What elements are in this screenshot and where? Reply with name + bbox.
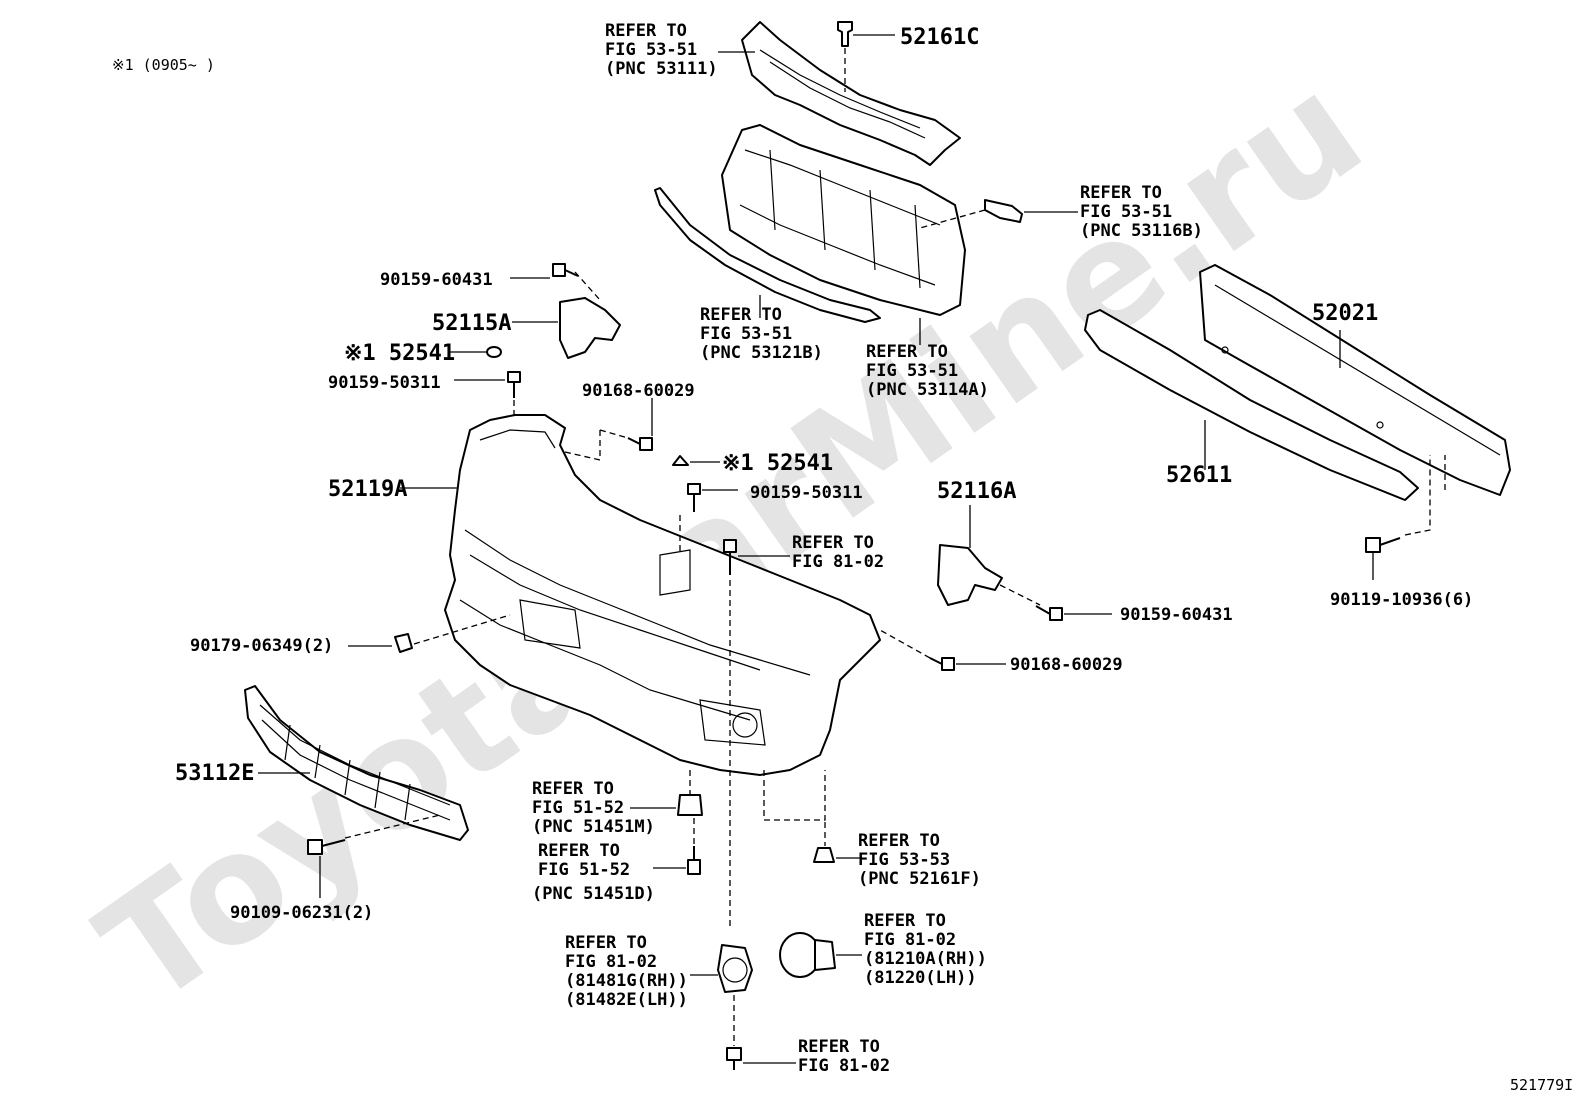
label-refer-51451M-2: FIG 51-52	[532, 798, 624, 818]
reinforcement-52021	[1199, 264, 1511, 496]
label-52541-upper: ※1 52541	[344, 341, 455, 366]
clip-52541-upper	[450, 346, 502, 358]
fog-lamp-bracket-81481G	[690, 944, 753, 993]
label-refer-52161F-2: FIG 53-53	[858, 850, 950, 870]
label-52021: 52021	[1312, 301, 1378, 326]
label-52541-middle: ※1 52541	[722, 451, 833, 476]
screw-fig-81-02-lower	[726, 995, 796, 1070]
label-refer-53116B-2: FIG 53-51	[1080, 202, 1172, 222]
label-52119A: 52119A	[328, 477, 407, 502]
label-refer-53116B-1: REFER TO	[1080, 183, 1162, 203]
fitment-note: ※1 (0905~ )	[112, 56, 215, 74]
bolt-90159-60431-lower	[1035, 605, 1112, 621]
label-refer-81210-3: (81210A(RH))	[864, 949, 987, 969]
label-refer-52161F-1: REFER TO	[858, 831, 940, 851]
screw-fig-81-02-upper	[723, 539, 790, 930]
label-52161C: 52161C	[900, 25, 979, 50]
bolt-90168-60029-upper	[564, 398, 653, 461]
bracket-52115A	[512, 271, 621, 359]
label-refer-81481-4: (81482E(LH))	[565, 990, 688, 1010]
clip-52541-middle	[672, 455, 720, 466]
label-90159-50311-middle: 90159-50311	[750, 483, 863, 503]
label-refer-53111-2: FIG 53-51	[605, 40, 697, 60]
label-90109-06231: 90109-06231(2)	[230, 903, 373, 923]
absorber-52611	[1084, 309, 1419, 501]
bolt-90159-60431-upper	[510, 263, 579, 279]
clip-51451M	[630, 770, 703, 816]
bolt-90119-10936	[1365, 455, 1446, 580]
bolt-90109-06231	[307, 814, 441, 898]
fog-lamp-81210A	[779, 932, 862, 978]
grille-radiator-53114A	[721, 124, 966, 316]
label-refer-8102b-1: REFER TO	[798, 1037, 880, 1057]
label-52115A: 52115A	[432, 311, 511, 336]
label-90159-50311-upper: 90159-50311	[328, 373, 441, 393]
label-52611: 52611	[1166, 463, 1232, 488]
label-90179-06349: 90179-06349(2)	[190, 636, 333, 656]
label-refer-81481-1: REFER TO	[565, 933, 647, 953]
label-refer-53114A-2: FIG 53-51	[866, 361, 958, 381]
bolt-90168-60029-lower	[879, 629, 1006, 671]
label-refer-53114A-1: REFER TO	[866, 342, 948, 362]
label-refer-51451D-1: REFER TO	[538, 841, 620, 861]
label-90119-10936: 90119-10936(6)	[1330, 590, 1473, 610]
label-refer-51451D-3: (PNC 51451D)	[532, 884, 655, 904]
lower-grille-53112E	[244, 685, 469, 841]
label-refer-53116B-3: (PNC 53116B)	[1080, 221, 1203, 241]
bracket-52116A	[937, 505, 1041, 606]
label-refer-53111-1: REFER TO	[605, 21, 687, 41]
label-90168-60029-upper: 90168-60029	[582, 381, 695, 401]
label-refer-8102b-2: FIG 81-02	[798, 1056, 890, 1076]
label-refer-8102a-2: FIG 81-02	[792, 552, 884, 572]
label-refer-81481-3: (81481G(RH))	[565, 971, 688, 991]
label-90159-60431-lower: 90159-60431	[1120, 605, 1233, 625]
bracket-53116B	[919, 199, 1078, 229]
molding-53121B	[654, 187, 881, 323]
label-refer-51451M-1: REFER TO	[532, 779, 614, 799]
clip-52161F	[763, 770, 862, 863]
label-refer-53111-3: (PNC 53111)	[605, 59, 718, 79]
label-refer-53121B-2: FIG 53-51	[700, 324, 792, 344]
screw-51451D	[653, 818, 701, 875]
label-refer-51451D-2: FIG 51-52	[538, 860, 630, 880]
label-52116A: 52116A	[937, 479, 1016, 504]
bumper-cover-52119A	[400, 414, 881, 776]
label-90159-60431-upper: 90159-60431	[380, 270, 493, 290]
label-refer-53114A-3: (PNC 53114A)	[866, 380, 989, 400]
label-refer-81481-2: FIG 81-02	[565, 952, 657, 972]
label-refer-81210-2: FIG 81-02	[864, 930, 956, 950]
label-refer-51451M-3: (PNC 51451M)	[532, 817, 655, 837]
grille-upper-53111	[741, 21, 961, 166]
diagram-id: 521779I	[1510, 1076, 1573, 1094]
label-refer-8102a-1: REFER TO	[792, 533, 874, 553]
label-90168-60029-lower: 90168-60029	[1010, 655, 1123, 675]
label-refer-81210-1: REFER TO	[864, 911, 946, 931]
label-refer-81210-4: (81220(LH))	[864, 968, 977, 988]
label-refer-53121B-3: (PNC 53121B)	[700, 343, 823, 363]
clip-52161C	[837, 21, 895, 92]
bolt-90159-50311-middle	[679, 483, 738, 555]
label-refer-53121B-1: REFER TO	[700, 305, 782, 325]
clip-90179-06349	[348, 614, 511, 653]
label-refer-52161F-3: (PNC 52161F)	[858, 869, 981, 889]
label-53112E: 53112E	[175, 761, 254, 786]
